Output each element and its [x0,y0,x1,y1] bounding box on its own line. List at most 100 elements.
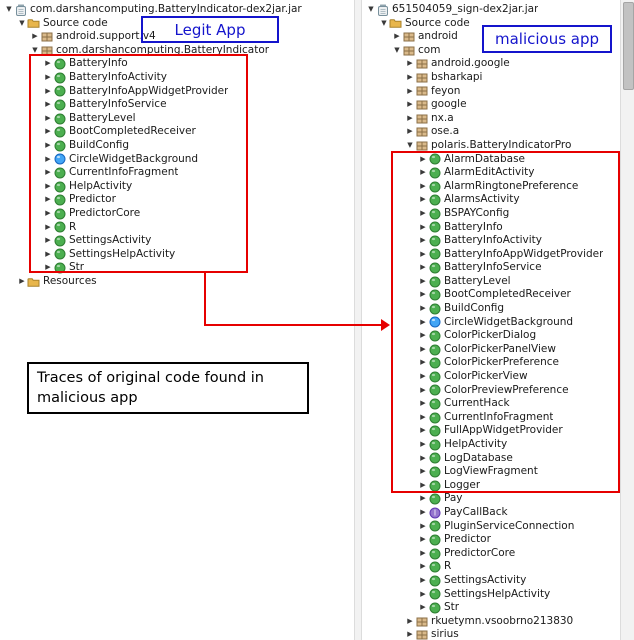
expand-arrow-icon[interactable]: ▶ [407,100,413,109]
tree-node-colorpickerview[interactable]: ▶ColorPickerView [362,370,620,384]
vertical-scrollbar-track[interactable] [620,0,634,640]
expand-arrow-icon[interactable]: ▶ [45,263,51,272]
expand-arrow-icon[interactable]: ▶ [420,412,426,421]
tree-node-alarmdatabase[interactable]: ▶AlarmDatabase [362,153,620,167]
expand-arrow-icon[interactable]: ▶ [45,249,51,258]
tree-node-logdatabase[interactable]: ▶LogDatabase [362,452,620,466]
expand-arrow-icon[interactable]: ▶ [45,140,51,149]
expand-arrow-icon[interactable]: ▶ [45,59,51,68]
expand-arrow-icon[interactable]: ▶ [420,467,426,476]
tree-node-alarmsactivity[interactable]: ▶AlarmsActivity [362,193,620,207]
tree-node-rkuetymn-vsoobrno213830[interactable]: ▶rkuetymn.vsoobrno213830 [362,615,620,629]
expand-arrow-icon[interactable]: ▶ [420,562,426,571]
expand-arrow-icon[interactable]: ▶ [32,32,38,41]
tree-node-batteryinfoservice[interactable]: ▶BatteryInfoService [362,261,620,275]
expand-arrow-icon[interactable]: ▶ [407,616,413,625]
expand-arrow-icon[interactable]: ▶ [420,603,426,612]
tree-node-pluginserviceconnection[interactable]: ▶PluginServiceConnection [362,520,620,534]
expand-arrow-icon[interactable]: ▶ [420,399,426,408]
tree-node-str[interactable]: ▶Str [0,261,354,275]
tree-node-buildconfig[interactable]: ▶BuildConfig [0,139,354,153]
collapse-arrow-icon[interactable]: ▼ [407,140,413,149]
expand-arrow-icon[interactable]: ▶ [420,304,426,313]
expand-arrow-icon[interactable]: ▶ [45,100,51,109]
tree-node-sirius[interactable]: ▶sirius [362,628,620,640]
tree-node-batteryinfoappwidgetprovider[interactable]: ▶BatteryInfoAppWidgetProvider [362,248,620,262]
tree-node-settingsactivity[interactable]: ▶SettingsActivity [362,574,620,588]
expand-arrow-icon[interactable]: ▶ [420,236,426,245]
tree-node-com-darshancomputing-batteryindicator-dex2jar-jar[interactable]: ▼com.darshancomputing.BatteryIndicator-d… [0,3,354,17]
expand-arrow-icon[interactable]: ▶ [45,181,51,190]
expand-arrow-icon[interactable]: ▶ [420,453,426,462]
tree-node-predictor[interactable]: ▶Predictor [0,193,354,207]
expand-arrow-icon[interactable]: ▶ [420,507,426,516]
expand-arrow-icon[interactable]: ▶ [420,181,426,190]
tree-node-colorpickerdialog[interactable]: ▶ColorPickerDialog [362,329,620,343]
expand-arrow-icon[interactable]: ▶ [420,263,426,272]
tree-node-651504059-sign-dex2jar-jar[interactable]: ▼651504059_sign-dex2jar.jar [362,3,620,17]
tree-node-bootcompletedreceiver[interactable]: ▶BootCompletedReceiver [362,288,620,302]
expand-arrow-icon[interactable]: ▶ [420,480,426,489]
tree-node-android-support-v4[interactable]: ▶android.support.v4 [0,30,354,44]
expand-arrow-icon[interactable]: ▶ [45,154,51,163]
tree-node-settingsactivity[interactable]: ▶SettingsActivity [0,234,354,248]
panel-divider-gutter[interactable] [354,0,362,640]
tree-node-logger[interactable]: ▶Logger [362,479,620,493]
expand-arrow-icon[interactable]: ▶ [420,535,426,544]
expand-arrow-icon[interactable]: ▶ [45,222,51,231]
tree-node-r[interactable]: ▶R [362,560,620,574]
collapse-arrow-icon[interactable]: ▼ [381,18,387,27]
expand-arrow-icon[interactable]: ▶ [420,521,426,530]
tree-node-android-google[interactable]: ▶android.google [362,57,620,71]
expand-arrow-icon[interactable]: ▶ [420,575,426,584]
tree-node-batteryinfoappwidgetprovider[interactable]: ▶BatteryInfoAppWidgetProvider [0,85,354,99]
collapse-arrow-icon[interactable]: ▼ [32,45,38,54]
expand-arrow-icon[interactable]: ▶ [420,440,426,448]
collapse-arrow-icon[interactable]: ▼ [6,5,12,13]
tree-node-source-code[interactable]: ▼Source code [0,17,354,31]
expand-arrow-icon[interactable]: ▶ [407,72,413,81]
tree-node-batteryinfo[interactable]: ▶BatteryInfo [362,221,620,235]
collapse-arrow-icon[interactable]: ▼ [19,18,25,27]
expand-arrow-icon[interactable]: ▶ [45,72,51,81]
tree-node-source-code[interactable]: ▼Source code [362,17,620,31]
tree-node-str[interactable]: ▶Str [362,601,620,615]
collapse-arrow-icon[interactable]: ▼ [368,5,374,13]
tree-node-batterylevel[interactable]: ▶BatteryLevel [362,275,620,289]
expand-arrow-icon[interactable]: ▶ [420,344,426,353]
tree-node-currenthack[interactable]: ▶CurrentHack [362,397,620,411]
expand-arrow-icon[interactable]: ▶ [420,372,426,381]
expand-arrow-icon[interactable]: ▶ [420,358,426,367]
tree-node-buildconfig[interactable]: ▶BuildConfig [362,302,620,316]
expand-arrow-icon[interactable]: ▶ [19,276,25,285]
expand-arrow-icon[interactable]: ▶ [45,168,51,177]
expand-arrow-icon[interactable]: ▶ [45,86,51,95]
tree-node-batteryinfoactivity[interactable]: ▶BatteryInfoActivity [0,71,354,85]
tree-node-currentinfofragment[interactable]: ▶CurrentInfoFragment [0,166,354,180]
expand-arrow-icon[interactable]: ▶ [420,249,426,258]
tree-node-colorpickerpanelview[interactable]: ▶ColorPickerPanelView [362,343,620,357]
expand-arrow-icon[interactable]: ▶ [420,385,426,394]
tree-node-circlewidgetbackground[interactable]: ▶CircleWidgetBackground [362,316,620,330]
tree-node-settingshelpactivity[interactable]: ▶SettingsHelpActivity [362,588,620,602]
tree-node-batteryinfoservice[interactable]: ▶BatteryInfoService [0,98,354,112]
tree-node-predictorcore[interactable]: ▶PredictorCore [0,207,354,221]
expand-arrow-icon[interactable]: ▶ [420,208,426,217]
expand-arrow-icon[interactable]: ▶ [45,127,51,136]
tree-node-bootcompletedreceiver[interactable]: ▶BootCompletedReceiver [0,125,354,139]
expand-arrow-icon[interactable]: ▶ [394,32,400,41]
tree-node-pay[interactable]: ▶Pay [362,492,620,506]
tree-node-bspayconfig[interactable]: ▶BSPAYConfig [362,207,620,221]
tree-node-colorpickerpreference[interactable]: ▶ColorPickerPreference [362,356,620,370]
expand-arrow-icon[interactable]: ▶ [420,494,426,503]
tree-node-android[interactable]: ▶android [362,30,620,44]
expand-arrow-icon[interactable]: ▶ [45,113,51,122]
tree-node-helpactivity[interactable]: ▶HelpActivity [362,438,620,452]
tree-node-bsharkapi[interactable]: ▶bsharkapi [362,71,620,85]
vertical-scrollbar-thumb[interactable] [623,2,634,90]
tree-node-currentinfofragment[interactable]: ▶CurrentInfoFragment [362,411,620,425]
collapse-arrow-icon[interactable]: ▼ [394,45,400,54]
tree-node-com[interactable]: ▼com [362,44,620,58]
expand-arrow-icon[interactable]: ▶ [407,630,413,639]
